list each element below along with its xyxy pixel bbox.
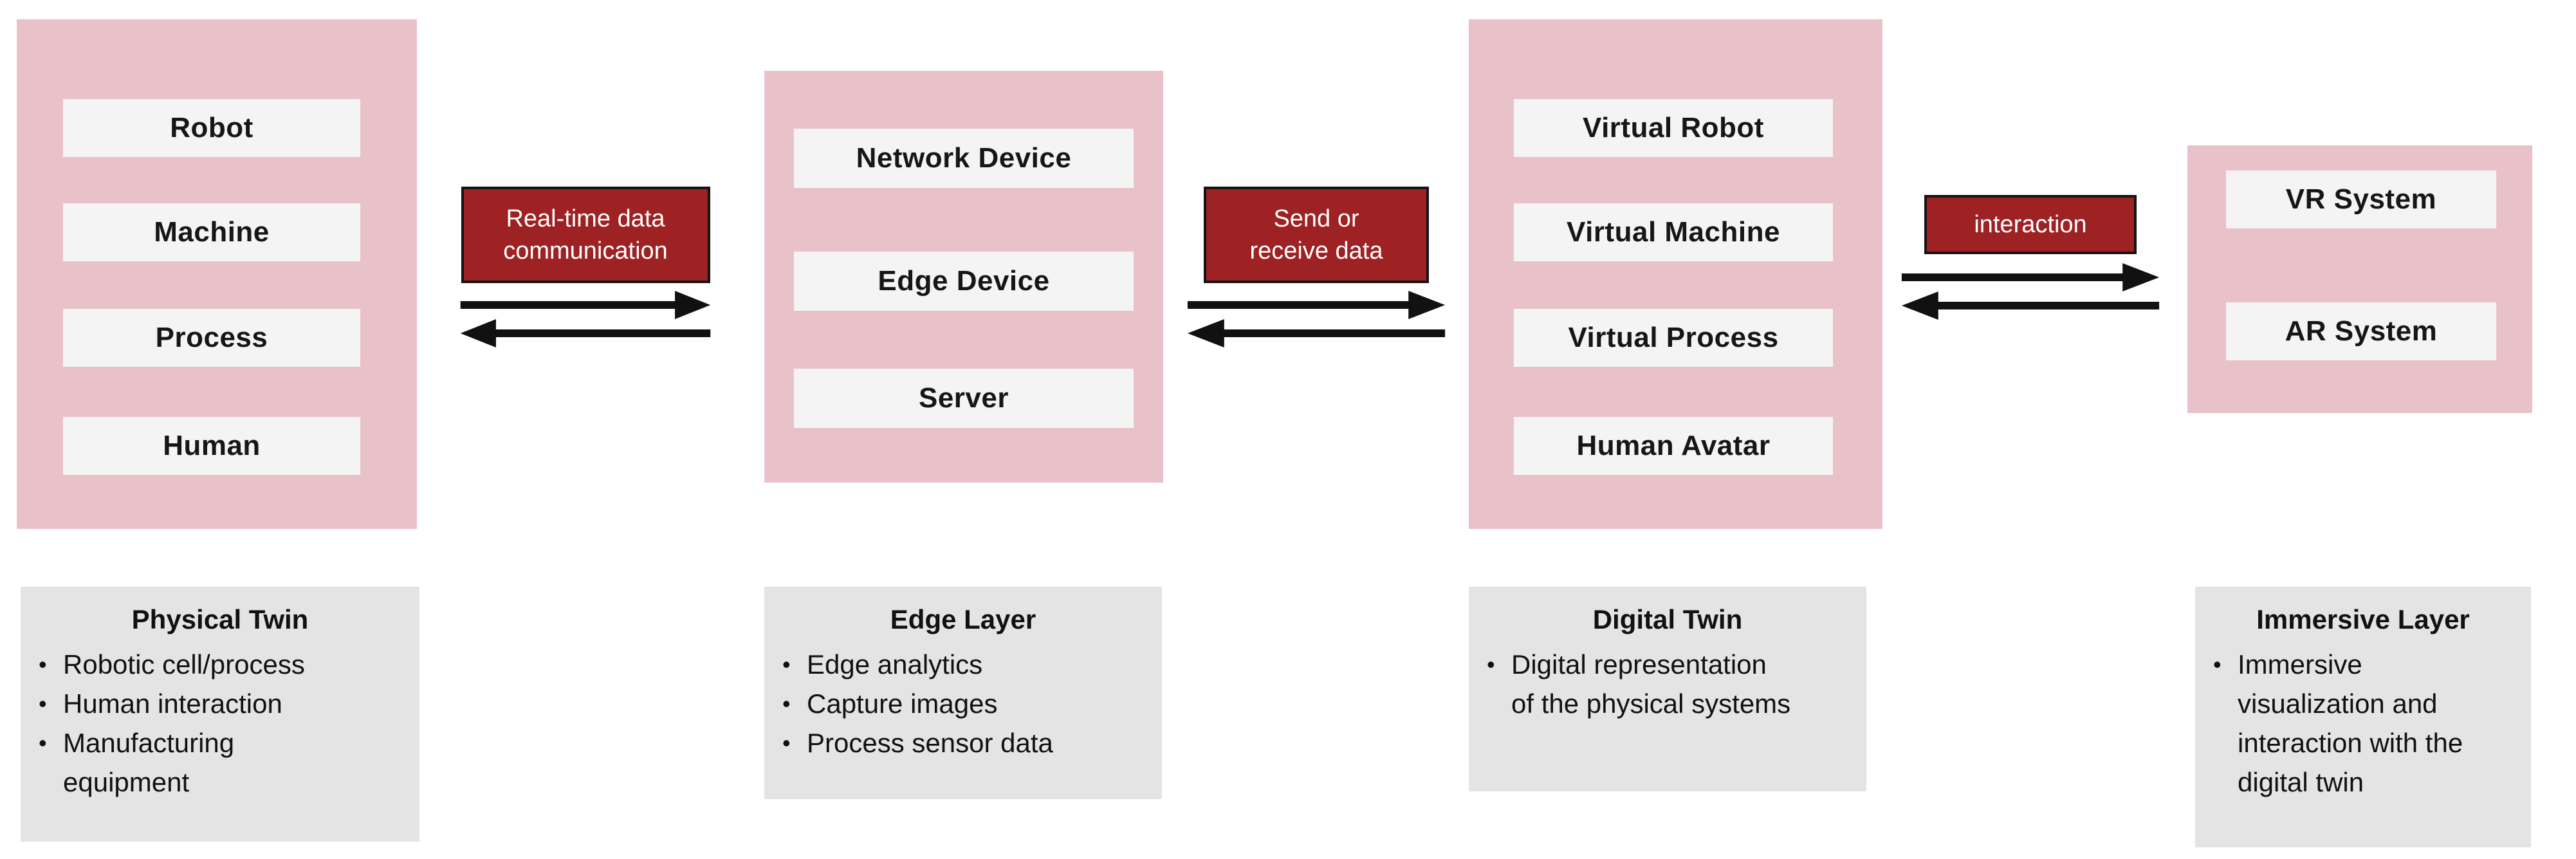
info-immersive-layer: Immersive Layer • Immersive visualization… [2195, 587, 2531, 847]
panel-immersive-layer: VR System AR System [2187, 145, 2532, 413]
item-human-avatar: Human Avatar [1514, 417, 1833, 475]
bullet-text: Human interaction [63, 688, 282, 719]
arrow-right-head [675, 291, 711, 319]
bullet-icon: • [39, 730, 47, 756]
item-vr-system: VR System [2226, 171, 2496, 228]
arrow-left-head [1901, 291, 1938, 320]
connector-label-realtime-data: Real-time data communication [461, 187, 710, 283]
item-virtual-robot: Virtual Robot [1514, 99, 1833, 157]
connector-edge-to-digital: Send or receive data [1184, 187, 1449, 351]
bullet-text: Edge analytics [807, 649, 983, 679]
bidirectional-arrows-icon [1187, 291, 1446, 347]
info-title: Digital Twin [1592, 604, 1743, 634]
bullet-icon: • [782, 651, 791, 678]
bullet-text: Manufacturing equipment [63, 728, 235, 797]
info-digital-twin: Digital Twin • Digital representation of … [1469, 587, 1866, 791]
item-edge-device: Edge Device [794, 252, 1134, 311]
bullet-icon: • [39, 690, 47, 717]
list-item: • Manufacturing equipment [39, 723, 410, 802]
item-virtual-machine: Virtual Machine [1514, 203, 1833, 261]
bullet-text: Capture images [807, 688, 998, 719]
item-server: Server [794, 369, 1134, 428]
info-bullet-list: • Robotic cell/process • Human interaction… [21, 645, 419, 802]
bidirectional-arrows-icon [1901, 263, 2160, 320]
bullet-icon: • [782, 730, 791, 756]
list-item: • Human interaction [39, 684, 410, 723]
item-machine: Machine [63, 203, 360, 261]
list-item: • Capture images [782, 684, 1153, 723]
bidirectional-arrows-icon [460, 291, 711, 347]
panel-physical-twin: Robot Machine Process Human [17, 19, 417, 529]
item-virtual-process: Virtual Process [1514, 309, 1833, 367]
arrow-left-head [1187, 319, 1224, 347]
list-item: • Immersive visualization and interaction… [2213, 645, 2522, 802]
info-bullet-list: • Immersive visualization and interaction… [2195, 645, 2531, 802]
bullet-text: Robotic cell/process [63, 649, 305, 679]
bullet-text: Immersive visualization and interaction … [2238, 649, 2463, 797]
panel-digital-twin: Virtual Robot Virtual Machine Virtual Pr… [1469, 19, 1882, 529]
bullet-icon: • [1487, 651, 1495, 678]
panel-edge-layer: Network Device Edge Device Server [764, 71, 1163, 483]
arrow-right-head [1408, 291, 1446, 319]
connector-label-send-receive: Send or receive data [1204, 187, 1429, 283]
item-robot: Robot [63, 99, 360, 157]
bullet-icon: • [782, 690, 791, 717]
list-item: • Process sensor data [782, 723, 1153, 762]
info-title: Edge Layer [890, 604, 1036, 634]
connector-label-interaction: interaction [1924, 195, 2137, 254]
arrow-left-head [460, 319, 496, 347]
info-physical-twin: Physical Twin • Robotic cell/process • Hum… [21, 587, 419, 842]
info-bullet-list: • Digital representation of the physical … [1469, 645, 1866, 723]
bullet-text: Digital representation of the physical s… [1511, 649, 1791, 719]
list-item: • Robotic cell/process [39, 645, 410, 684]
info-title: Immersive Layer [2256, 604, 2470, 634]
item-network-device: Network Device [794, 129, 1134, 188]
bullet-icon: • [2213, 651, 2222, 678]
info-edge-layer: Edge Layer • Edge analytics • Capture imag… [764, 587, 1162, 799]
connector-physical-to-edge: Real-time data communication [457, 187, 714, 351]
list-item: • Edge analytics [782, 645, 1153, 684]
info-title: Physical Twin [131, 604, 309, 634]
item-ar-system: AR System [2226, 302, 2496, 360]
info-bullet-list: • Edge analytics • Capture images • Process… [764, 645, 1162, 762]
item-human: Human [63, 417, 360, 475]
bullet-icon: • [39, 651, 47, 678]
connector-digital-to-immersive: interaction [1898, 195, 2163, 324]
arrow-right-head [2122, 263, 2160, 291]
bullet-text: Process sensor data [807, 728, 1053, 758]
item-process: Process [63, 309, 360, 367]
list-item: • Digital representation of the physical … [1487, 645, 1857, 723]
